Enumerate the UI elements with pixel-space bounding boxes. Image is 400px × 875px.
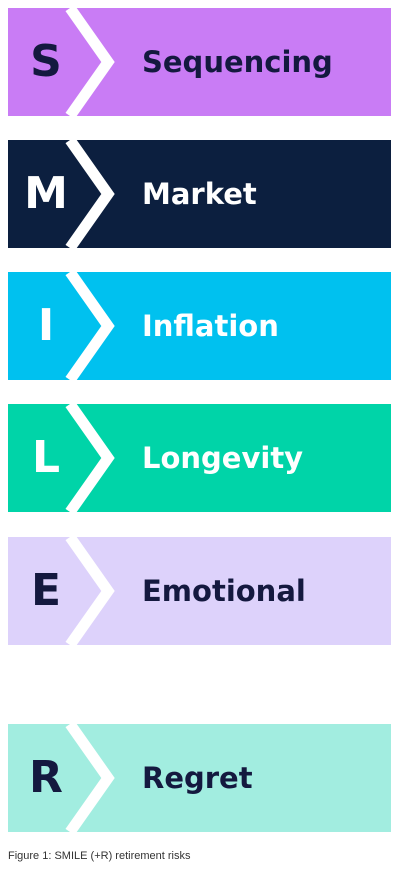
risk-word: Longevity	[142, 440, 304, 475]
band-background	[8, 8, 391, 116]
risk-band-emotional: E Emotional	[8, 537, 391, 645]
risk-band-sequencing: S Sequencing	[8, 8, 391, 116]
band-background	[8, 537, 391, 645]
risk-letter: L	[31, 432, 61, 483]
risk-band-inflation: I Inflation	[8, 272, 391, 380]
risk-band-market: M Market	[8, 140, 391, 248]
figure-caption: Figure 1: SMILE (+R) retirement risks	[8, 850, 191, 862]
band-background	[8, 724, 391, 832]
band-background	[8, 404, 391, 512]
risk-letter: E	[30, 565, 62, 616]
risk-band-regret: R Regret	[8, 724, 391, 832]
risk-letter: M	[24, 168, 68, 219]
band-background	[8, 140, 391, 248]
risk-word: Market	[142, 176, 257, 211]
band-background	[8, 272, 391, 380]
risk-word: Regret	[142, 760, 253, 795]
risk-word: Inflation	[142, 308, 279, 343]
risk-band-longevity: L Longevity	[8, 404, 391, 512]
risk-letter: I	[37, 300, 55, 351]
risk-word: Sequencing	[142, 44, 333, 79]
risk-letter: R	[29, 752, 63, 803]
risk-letter: S	[30, 36, 62, 87]
risk-word: Emotional	[142, 573, 306, 608]
